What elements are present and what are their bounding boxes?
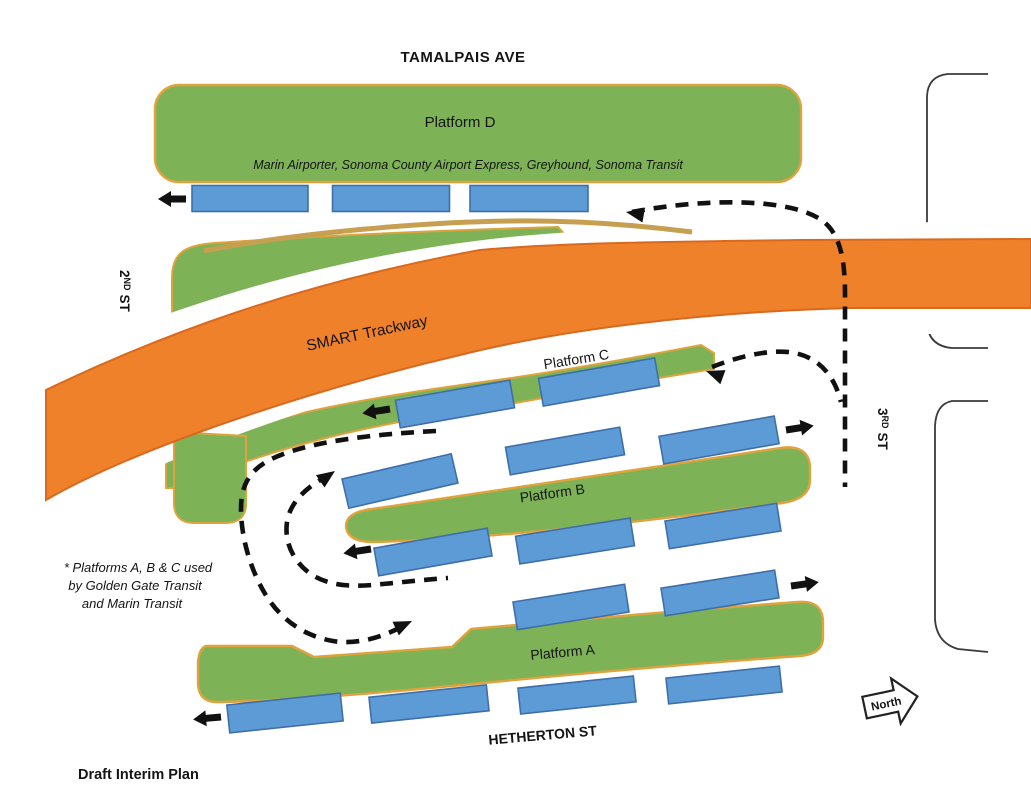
bus-bays bbox=[191, 184, 783, 734]
platform-d-label: Platform D bbox=[425, 114, 496, 131]
right-arrow bbox=[785, 419, 814, 436]
route-outer-turn-loop bbox=[238, 428, 437, 645]
note-line: by Golden Gate Transit bbox=[68, 578, 203, 593]
smart-trackway-band bbox=[45, 237, 1031, 502]
curb-line-top-right bbox=[926, 73, 988, 241]
bus-bay bbox=[469, 184, 589, 213]
street-curb-lines bbox=[926, 73, 989, 653]
plan-title: Draft Interim Plan bbox=[78, 767, 199, 783]
bus-bay bbox=[514, 517, 636, 565]
bus-route-arrowheads bbox=[315, 207, 726, 636]
bus-bay bbox=[537, 357, 661, 407]
platform-d-operators: Marin Airporter, Sonoma County Airport E… bbox=[253, 158, 683, 172]
bus-bay bbox=[394, 379, 516, 429]
siding-track-line bbox=[203, 218, 693, 254]
route-into-platform-c bbox=[711, 349, 844, 403]
bus-bay bbox=[504, 426, 626, 476]
street-label-2nd-st: 2NDST bbox=[117, 270, 132, 313]
platform-b-shape bbox=[344, 446, 812, 544]
left-arrow bbox=[193, 710, 222, 727]
bus-route-dashed-lines bbox=[238, 200, 848, 645]
street-label-tamalpais: TAMALPAIS AVE bbox=[400, 49, 525, 66]
bus-bay bbox=[341, 452, 459, 510]
route-arrowhead bbox=[315, 471, 335, 488]
bus-bay bbox=[658, 415, 780, 465]
bus-bay bbox=[665, 665, 783, 705]
platform-d-shape bbox=[153, 83, 803, 184]
green-area-lower-left bbox=[173, 430, 247, 524]
bus-bay bbox=[664, 502, 782, 550]
note-line: and Marin Transit bbox=[82, 596, 184, 611]
curb-line-bottom-right bbox=[934, 400, 989, 653]
left-arrow bbox=[343, 543, 372, 560]
note-line: * Platforms A, B & C used bbox=[64, 560, 213, 575]
north-arrow-icon bbox=[860, 676, 919, 727]
platform-main-shapes bbox=[153, 83, 825, 704]
route-arrowhead bbox=[626, 207, 646, 223]
street-label-hetherton: HETHERTON ST bbox=[488, 722, 598, 747]
bus-bay bbox=[331, 184, 451, 213]
left-arrow bbox=[362, 403, 391, 420]
bus-bay bbox=[373, 527, 493, 577]
bus-bay bbox=[225, 692, 345, 734]
route-arrowhead bbox=[706, 370, 726, 385]
bus-bay bbox=[368, 684, 490, 724]
traffic-direction-arrows bbox=[158, 191, 819, 727]
bus-bay bbox=[660, 569, 780, 617]
left-arrow bbox=[158, 191, 186, 207]
bus-bay bbox=[517, 675, 637, 715]
street-label-3rd-st: 3RDST bbox=[875, 408, 890, 451]
platforms-note: * Platforms A, B & C used by Golden Gate… bbox=[64, 560, 213, 611]
route-inner-turn-loop bbox=[284, 472, 449, 589]
route-entry-from-third-st bbox=[631, 200, 848, 487]
route-arrowhead bbox=[392, 621, 412, 636]
bus-bay bbox=[191, 184, 309, 213]
north-arrow: North bbox=[860, 676, 919, 727]
right-arrow bbox=[790, 575, 819, 592]
bus-bay bbox=[512, 583, 630, 631]
platform-a-label: Platform A bbox=[530, 641, 596, 663]
